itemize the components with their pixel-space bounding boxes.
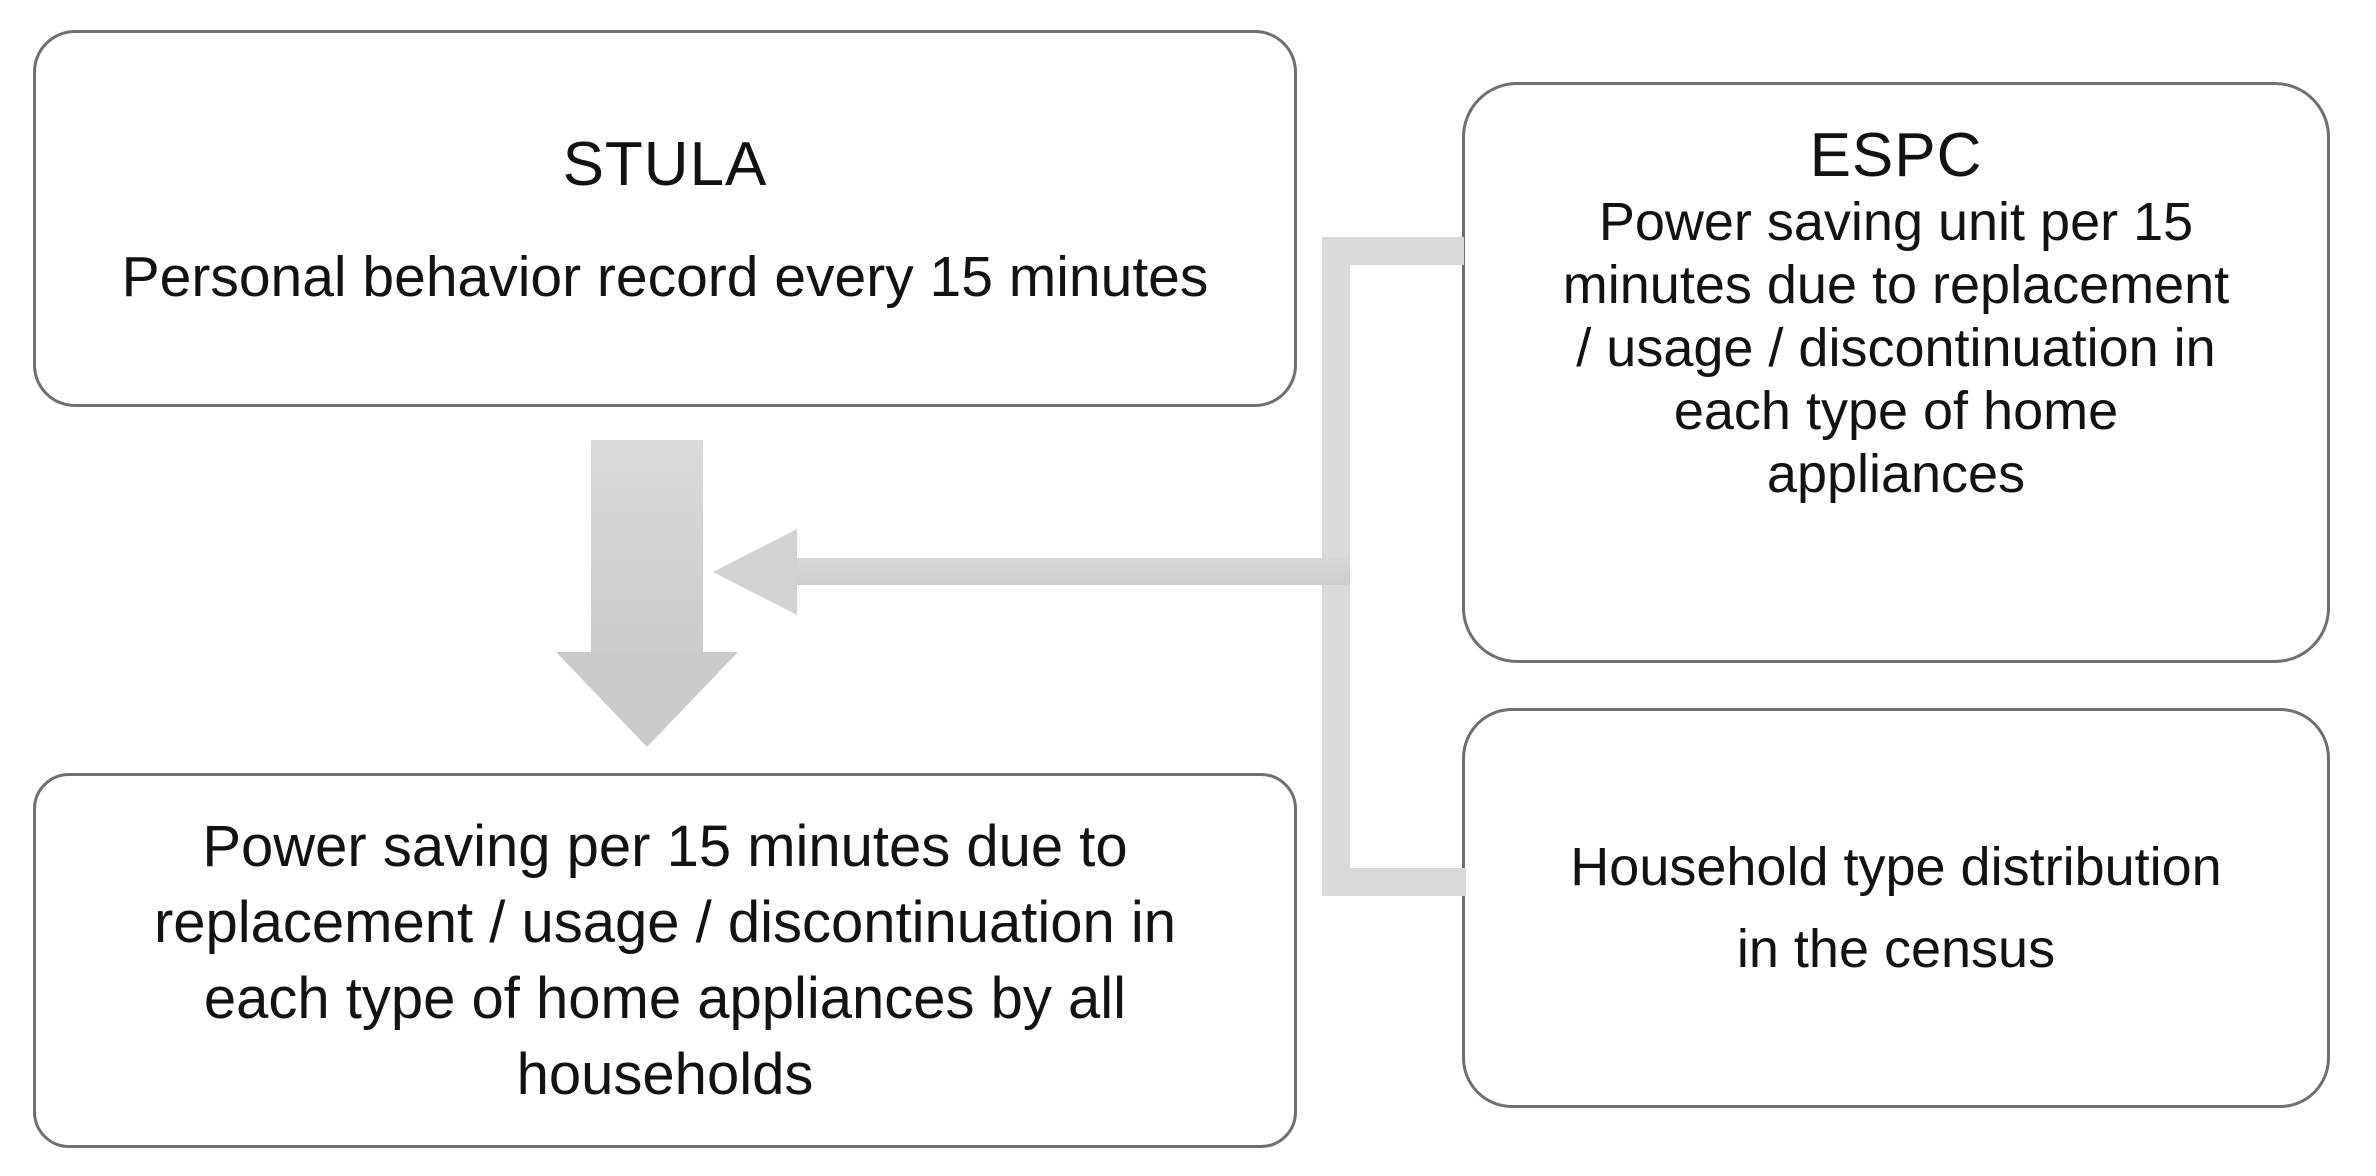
espc-body-line: appliances [1766,444,2026,504]
result-body-line: each type of home appliances by all [203,965,1127,1031]
result-body-line: Power saving per 15 minutes due to [202,813,1128,879]
stula-title: STULA [562,129,768,199]
left-arrow-icon [713,529,797,615]
household-body-line: in the census [1736,919,2056,979]
household-body-line: Household type distribution [1570,837,2222,897]
espc-title: ESPC [1809,121,1983,190]
result-body-line: households [516,1041,814,1107]
espc-body-line: / usage / discontinuation in [1576,318,2216,378]
stula-box: STULA Personal behavior record every 15 … [33,30,1297,407]
stula-body: Personal behavior record every 15 minute… [121,244,1209,309]
result-box: Power saving per 15 minutes due to repla… [33,773,1297,1148]
espc-body-line: each type of home [1673,381,2119,441]
household-box: Household type distribution in the censu… [1462,708,2330,1108]
down-arrow-shaft [591,440,703,654]
espc-body-line: minutes due to replacement [1562,255,2230,315]
down-arrow-icon [556,652,738,747]
espc-box: ESPC Power saving unit per 15 minutes du… [1462,82,2330,663]
connector-household-horizontal [1322,868,1466,896]
result-body-line: replacement / usage / discontinuation in [153,889,1177,955]
left-arrow-shaft [797,558,1350,585]
espc-body-line: Power saving unit per 15 [1598,192,2194,252]
